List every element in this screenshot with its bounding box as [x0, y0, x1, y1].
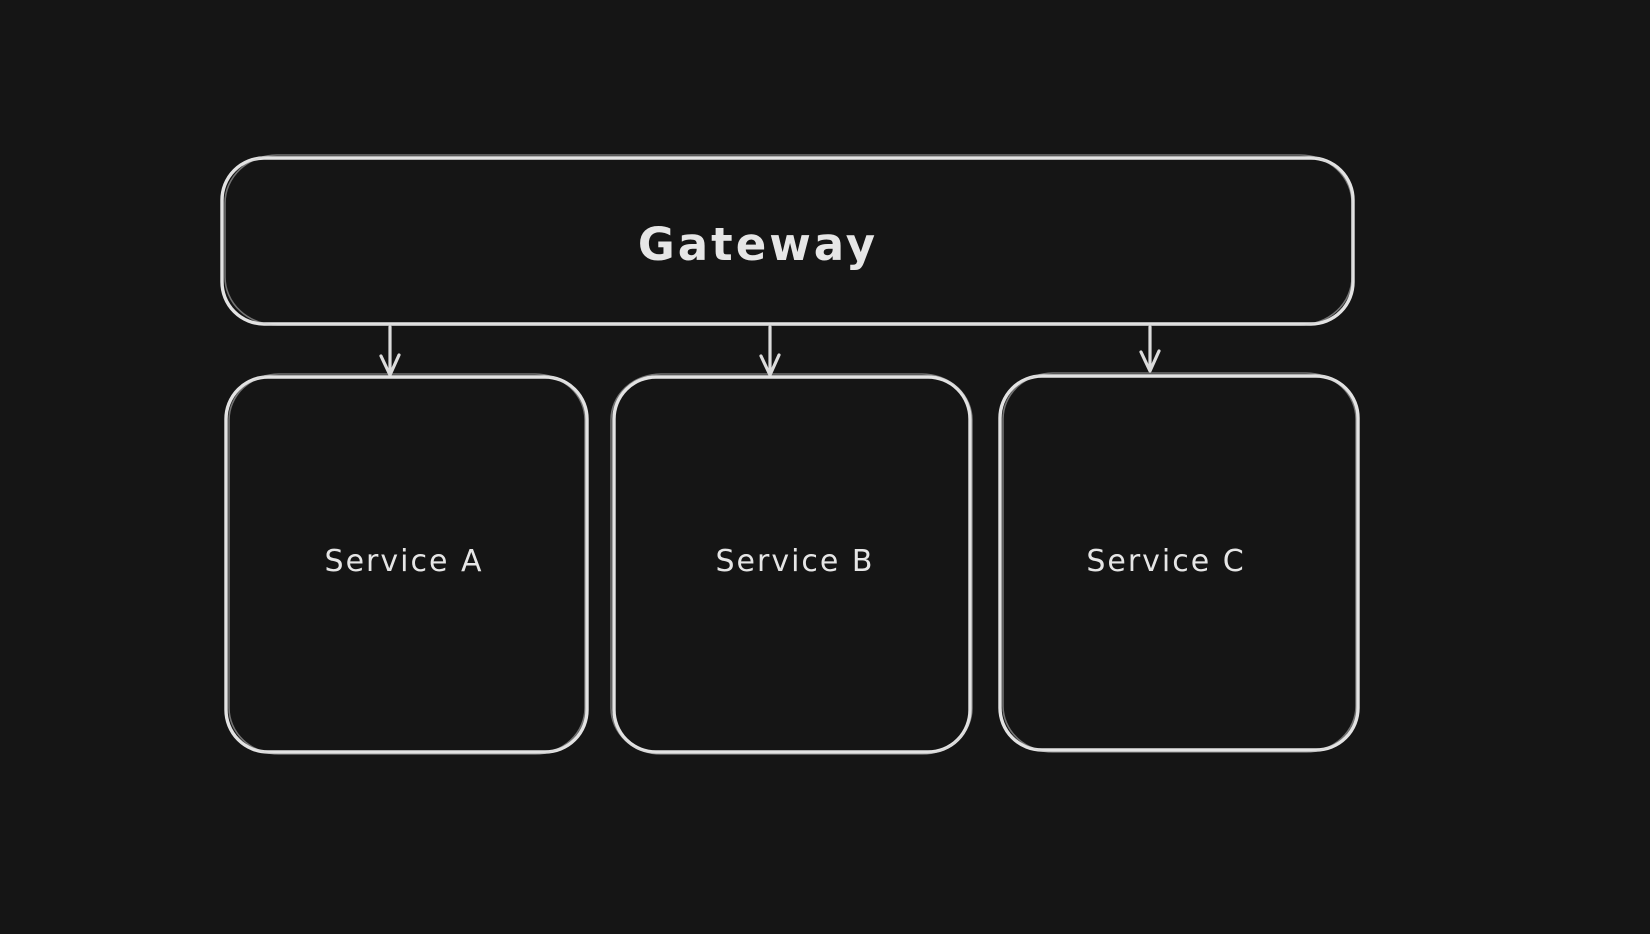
- service-a-box-sketch-stroke: [228, 373, 586, 755]
- edge-gateway-to-service-b[interactable]: [759, 325, 781, 377]
- node-service-b[interactable]: Service B: [610, 373, 973, 755]
- node-service-a[interactable]: Service A: [224, 373, 589, 755]
- service-c-box: [998, 374, 1360, 752]
- service-b-box-sketch-stroke: [610, 373, 973, 755]
- service-a-box: [224, 375, 589, 754]
- node-service-c[interactable]: Service C: [998, 372, 1360, 753]
- arrowhead-down-icon: [379, 353, 401, 377]
- edge-gateway-to-service-c[interactable]: [1139, 325, 1161, 373]
- service-b-box: [612, 375, 972, 754]
- arrowhead-down-icon: [759, 353, 781, 377]
- service-c-box-sketch-stroke: [1002, 372, 1357, 753]
- gateway-box: [220, 156, 1355, 326]
- gateway-box-sketch-stroke: [224, 154, 1353, 326]
- service-b-label: Service B: [716, 544, 875, 579]
- arrowhead-down-icon: [1139, 349, 1161, 373]
- service-c-label: Service C: [1086, 544, 1245, 579]
- service-a-label: Service A: [325, 544, 484, 579]
- edge-gateway-to-service-a[interactable]: [379, 325, 401, 377]
- gateway-label: Gateway: [638, 218, 878, 271]
- node-gateway[interactable]: Gateway: [220, 154, 1355, 326]
